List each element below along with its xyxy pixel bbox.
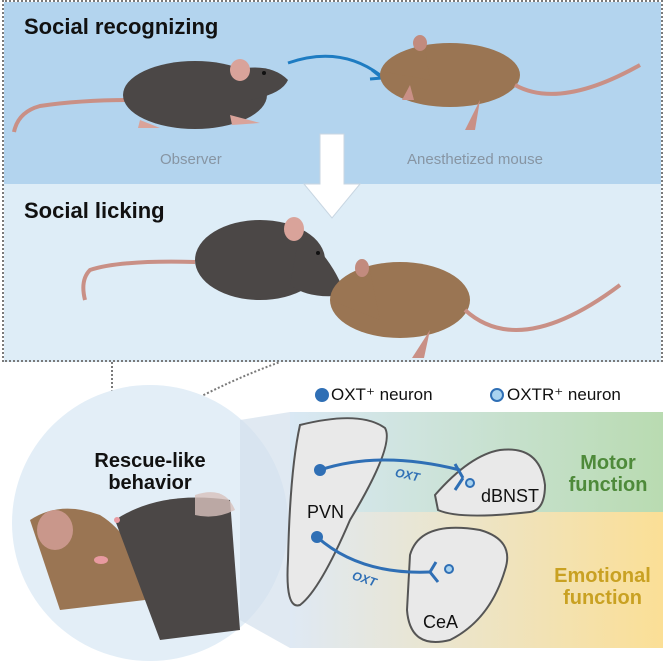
observer-ear — [230, 59, 250, 81]
pvn-label: PVN — [307, 502, 345, 522]
observer-caption: Observer — [160, 151, 222, 168]
motor-function-line2: function — [568, 474, 648, 496]
emotional-function-line2: function — [563, 587, 642, 609]
dbnst-region — [433, 448, 547, 517]
anesthetized-mouse-caption: Anesthetized mouse — [407, 151, 543, 168]
pathway-pvn-dbnst — [319, 458, 461, 472]
anesthetized-mouse — [380, 35, 641, 130]
top-dotted-frame — [2, 0, 663, 362]
emotional-function-label: Emotional function — [540, 565, 665, 609]
cea-region — [405, 526, 509, 643]
rescue-mice-closeup — [30, 492, 240, 640]
dbnst-label: dBNST — [481, 486, 540, 506]
oxtr-neuron-dbnst — [465, 478, 475, 488]
oxt-neuron-2 — [311, 531, 323, 543]
transition-down-arrow — [302, 133, 362, 219]
rescue-title: Rescue-like behavior — [60, 450, 240, 494]
zoom-cone — [240, 412, 290, 648]
oxtr-legend-icon — [490, 388, 504, 402]
licking-observer-mouse — [81, 217, 345, 301]
oxt-legend-icon — [315, 388, 329, 402]
oxt-neuron-1 — [314, 464, 326, 476]
oxtr-neuron-cea — [444, 564, 454, 574]
recognize-arrow — [287, 54, 381, 77]
social-licking-title: Social licking — [24, 198, 165, 223]
observer-mouse — [12, 59, 288, 133]
motor-function-line1: Motor — [580, 452, 636, 474]
oxtr-legend-label: OXTR⁺ neuron — [507, 385, 621, 404]
emotional-function-line1: Emotional — [554, 565, 651, 587]
oxt-legend-label: OXT⁺ neuron — [331, 385, 433, 404]
pvn-region — [286, 417, 388, 607]
cea-label: CeA — [423, 612, 459, 632]
licking-anesthetized-mouse — [330, 259, 622, 358]
rescue-title-line2: behavior — [108, 472, 192, 494]
motor-function-label: Motor function — [558, 452, 658, 496]
social-recognizing-title: Social recognizing — [24, 14, 219, 39]
pathway-pvn-cea — [316, 535, 431, 574]
rescue-title-line1: Rescue-like — [94, 450, 206, 472]
